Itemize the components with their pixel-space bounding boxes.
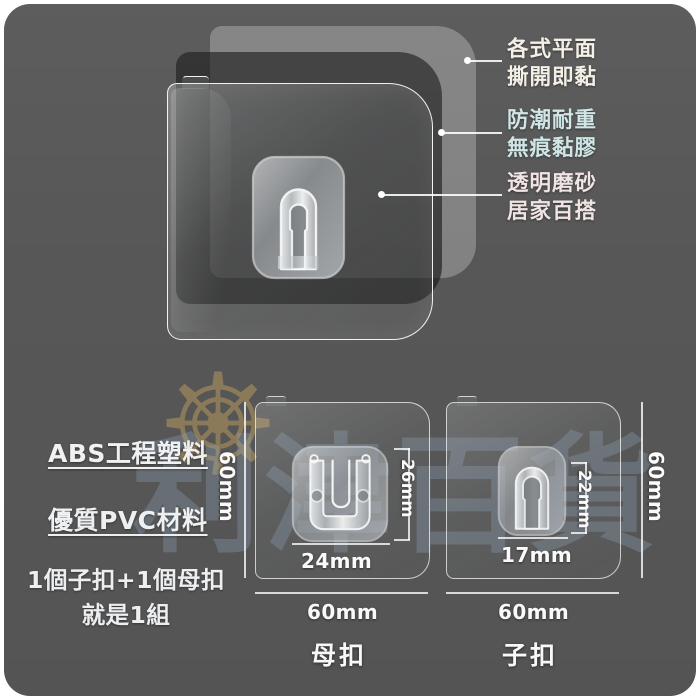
- callout-leader-1: [470, 60, 502, 62]
- male-panel-notch: [457, 396, 477, 406]
- callout-dot-3: [378, 191, 385, 198]
- male-inner-height-label: 22mm: [575, 470, 594, 529]
- callout-leader-3: [384, 194, 502, 196]
- callout-label-1-line2: 撕開即黏: [507, 65, 598, 90]
- female-outer-height-line: [244, 402, 246, 578]
- keyhole-clip-icon: [497, 446, 567, 536]
- spec-set-line1: 1個子扣+1個母扣: [27, 566, 225, 594]
- male-inner-height-tick-top: [571, 462, 587, 464]
- callout-leader-2: [444, 132, 502, 134]
- callout-label-2-line2: 無痕黏膠: [507, 136, 598, 161]
- male-outer-width-label: 60mm: [498, 600, 570, 624]
- female-inner-height-line: [408, 448, 410, 540]
- male-part-name: 子扣: [502, 641, 559, 670]
- callout-label-3: 透明磨砂 居家百搭: [507, 170, 597, 226]
- female-outer-width-line: [255, 592, 428, 594]
- female-inner-width-label: 24mm: [301, 549, 373, 573]
- male-inner-width-line: [498, 537, 568, 539]
- callout-label-1-line1: 各式平面: [507, 37, 598, 62]
- female-inner-height-tick-top: [394, 448, 410, 450]
- callout-label-3-line1: 透明磨砂: [507, 171, 598, 196]
- callout-label-2: 防潮耐重 無痕黏膠: [507, 107, 597, 163]
- female-inner-height-label: 26mm: [398, 459, 417, 518]
- hero-panel-notch: [182, 76, 209, 89]
- spec-material-abs: ABS工程塑料: [48, 439, 208, 468]
- u-channel-clip-icon: [291, 445, 389, 543]
- callout-label-3-line2: 居家百搭: [507, 199, 598, 224]
- female-inner-width-line: [292, 543, 390, 545]
- female-outer-width-label: 60mm: [307, 600, 379, 624]
- male-inner-width-label: 17mm: [501, 543, 573, 567]
- infographic-card: 利津百貨: [4, 4, 696, 696]
- spec-material-pvc: 優質PVC材料: [48, 506, 208, 535]
- callout-dot-2: [438, 129, 445, 136]
- callout-label-2-line1: 防潮耐重: [507, 108, 598, 133]
- male-outer-height-label: 60mm: [644, 451, 668, 523]
- callout-label-1: 各式平面 撕開即黏: [507, 36, 597, 92]
- callout-dot-1: [464, 57, 471, 64]
- female-panel-notch: [266, 396, 286, 406]
- male-outer-width-line: [446, 592, 619, 594]
- female-part-name: 母扣: [311, 641, 368, 670]
- spec-set-line2: 就是1組: [81, 601, 171, 629]
- female-outer-height-label: 60mm: [215, 451, 239, 523]
- wall-hook-icon: [251, 155, 346, 280]
- female-inner-height-tick-bottom: [394, 539, 410, 541]
- male-inner-height-tick-bottom: [571, 532, 587, 534]
- hero-product-illustration: 各式平面 撕開即黏 防潮耐重 無痕黏膠 透明磨砂 居家百搭: [4, 4, 696, 364]
- male-inner-height-line: [585, 462, 587, 534]
- male-outer-height-line: [641, 402, 643, 578]
